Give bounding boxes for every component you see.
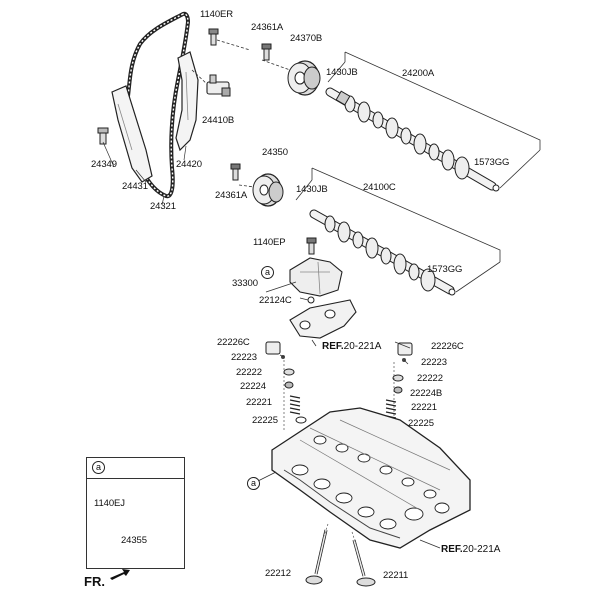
bolt-24361A-mid — [230, 163, 241, 181]
ref-lower: REF.20-221A — [441, 544, 501, 555]
label-33300: 33300 — [232, 278, 258, 289]
tensioner-24410B — [206, 74, 231, 97]
label-1140EJ: 1140EJ — [94, 498, 125, 509]
cvvt-sprocket-24370B — [287, 60, 321, 96]
label-24431: 24431 — [122, 181, 148, 192]
chain-guide-24431 — [111, 85, 153, 183]
label-24350: 24350 — [262, 147, 288, 158]
bolt-1140EP — [306, 237, 317, 255]
label-24370B: 24370B — [290, 33, 323, 44]
label-22223-right: 22223 — [421, 357, 447, 368]
ring-22124C — [307, 296, 315, 304]
label-22226C-left: 22226C — [217, 337, 250, 348]
front-arrow-icon — [110, 569, 130, 580]
label-24361A-mid: 24361A — [215, 190, 248, 201]
valve-22212 — [305, 523, 329, 585]
label-22221-left: 22221 — [246, 397, 272, 408]
label-1430JB-top: 1430JB — [326, 67, 358, 78]
cylinder-head — [271, 407, 471, 549]
sprocket-24350 — [252, 173, 284, 207]
valve-22211 — [351, 531, 376, 587]
label-22225-left: 22225 — [252, 415, 278, 426]
label-24200A: 24200A — [402, 68, 435, 79]
marker-a-upper: a — [261, 266, 274, 279]
camshaft-bearing-cap — [289, 299, 357, 339]
bolt-24349 — [97, 127, 109, 145]
label-22223-left: 22223 — [231, 352, 257, 363]
label-22124C: 22124C — [259, 295, 292, 306]
label-1573GG-top: 1573GG — [474, 157, 510, 168]
label-22211: 22211 — [383, 570, 409, 581]
label-22221-right: 22221 — [411, 402, 437, 413]
label-22222-right: 22222 — [417, 373, 443, 384]
detail-inset-a: a 1140EJ 24355 — [86, 457, 185, 569]
label-24420: 24420 — [176, 159, 202, 170]
label-24410B: 24410B — [202, 115, 235, 126]
label-22225-right: 22225 — [408, 418, 434, 429]
label-22224B: 22224B — [410, 388, 443, 399]
camshaft-24100C — [309, 209, 456, 296]
label-22212: 22212 — [265, 568, 291, 579]
bolt-24361A-top — [261, 43, 272, 61]
ref-upper: REF.20-221A — [322, 341, 382, 352]
label-1140ER: 1140ER — [200, 9, 234, 20]
label-24321: 24321 — [150, 201, 176, 212]
marker-a-inset: a — [92, 461, 105, 474]
bolt-1140ER — [208, 28, 219, 46]
label-24100C: 24100C — [363, 182, 396, 193]
front-marker: FR. — [84, 574, 105, 589]
bracket-33300 — [289, 257, 343, 297]
marker-a-head: a — [247, 477, 260, 490]
timing-chain — [125, 11, 191, 199]
label-24355: 24355 — [121, 535, 147, 546]
label-1573GG-mid: 1573GG — [427, 264, 463, 275]
tensioner-arm-24420 — [175, 51, 199, 152]
inset-header: a — [87, 458, 184, 479]
label-24349: 24349 — [91, 159, 117, 170]
label-24361A-top: 24361A — [251, 22, 284, 33]
label-22224: 22224 — [240, 381, 266, 392]
label-1430JB-mid: 1430JB — [296, 184, 328, 195]
camshaft-24200A — [325, 87, 500, 192]
label-22226C-right: 22226C — [431, 341, 464, 352]
label-1140EP: 1140EP — [253, 237, 286, 248]
label-22222-left: 22222 — [236, 367, 262, 378]
valve-train-left — [265, 341, 307, 424]
valve-train-right — [380, 342, 413, 428]
